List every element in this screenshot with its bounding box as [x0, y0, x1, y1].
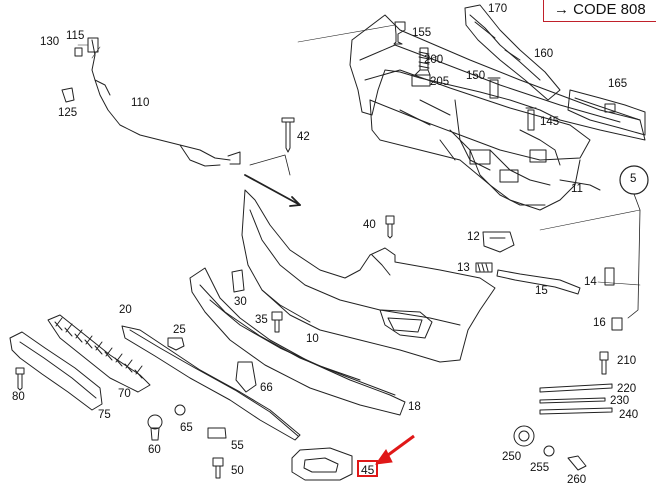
- label-16: 16: [593, 317, 606, 329]
- fasteners-top: [393, 21, 537, 131]
- label-160: 160: [534, 48, 554, 60]
- cover-75: [9, 331, 103, 411]
- bolt-40: [385, 215, 395, 239]
- part-165: [567, 89, 646, 136]
- label-18: 18: [408, 401, 421, 413]
- label-170: 170: [488, 3, 508, 15]
- label-42: 42: [297, 131, 310, 143]
- highlight-arrow: [374, 434, 415, 465]
- label-125: 125: [58, 107, 78, 119]
- bezel-45: [291, 447, 353, 481]
- label-150: 150: [466, 70, 486, 82]
- bolt-50: [212, 457, 224, 479]
- label-130: 130: [40, 36, 60, 48]
- bolt-210: [599, 351, 609, 375]
- lower-bumper-panel: [189, 267, 406, 416]
- label-115: 115: [66, 30, 85, 42]
- label-11: 11: [571, 183, 583, 195]
- label-210: 210: [617, 355, 637, 367]
- label-205: 205: [430, 76, 450, 88]
- label-155: 155: [412, 27, 432, 39]
- screw-60: [147, 414, 163, 441]
- grille-70: [47, 314, 151, 393]
- bolt-35: [271, 311, 283, 333]
- label-25: 25: [173, 324, 186, 336]
- label-14: 14: [584, 276, 597, 288]
- label-110: 110: [131, 97, 150, 109]
- bumper-cover: [241, 189, 496, 363]
- label-240: 240: [619, 409, 639, 421]
- wiring-harness: [61, 37, 241, 167]
- clip-25: [167, 337, 185, 351]
- label-66: 66: [260, 382, 273, 394]
- label-45: 45: [361, 463, 375, 477]
- part-30: [231, 269, 245, 293]
- label-255: 255: [530, 462, 550, 474]
- strip-20: [121, 325, 301, 441]
- label-30: 30: [234, 296, 247, 308]
- label-55: 55: [231, 440, 244, 452]
- bracket-66: [235, 361, 257, 393]
- strip-230: [539, 397, 606, 404]
- label-5: 5: [630, 173, 637, 185]
- label-260: 260: [567, 474, 587, 486]
- label-10: 10: [306, 333, 319, 345]
- label-145: 145: [540, 116, 560, 128]
- label-20: 20: [119, 304, 132, 316]
- strip-240: [539, 407, 613, 415]
- code-label: → CODE 808: [554, 1, 646, 18]
- label-220: 220: [617, 383, 637, 395]
- clip-55: [207, 427, 227, 439]
- screw-42: [281, 117, 295, 153]
- label-13: 13: [457, 262, 470, 274]
- washer-65: [174, 404, 186, 416]
- part-16: [611, 317, 623, 331]
- label-70: 70: [118, 388, 131, 400]
- lamp-250: [513, 425, 535, 447]
- part-14: [604, 267, 615, 286]
- label-65: 65: [180, 422, 193, 434]
- label-15: 15: [535, 285, 548, 297]
- label-250: 250: [502, 451, 522, 463]
- screw-80: [15, 367, 25, 391]
- bumper-carrier: [349, 14, 646, 211]
- label-60: 60: [148, 444, 161, 456]
- label-50: 50: [231, 465, 244, 477]
- strip-220: [539, 383, 613, 393]
- label-165: 165: [608, 78, 628, 90]
- code-box: → CODE 808: [543, 0, 656, 22]
- screw-260: [567, 455, 587, 471]
- label-35: 35: [255, 314, 268, 326]
- label-200: 200: [424, 54, 444, 66]
- highlight-box-45: 45: [357, 460, 378, 477]
- label-230: 230: [610, 395, 630, 407]
- label-12: 12: [467, 231, 480, 243]
- sensor-12: [475, 231, 515, 273]
- label-40: 40: [363, 219, 376, 231]
- part-160: [464, 4, 561, 101]
- label-80: 80: [12, 391, 25, 403]
- label-75: 75: [98, 409, 111, 421]
- strip-15: [496, 269, 581, 295]
- washer-255: [543, 445, 555, 457]
